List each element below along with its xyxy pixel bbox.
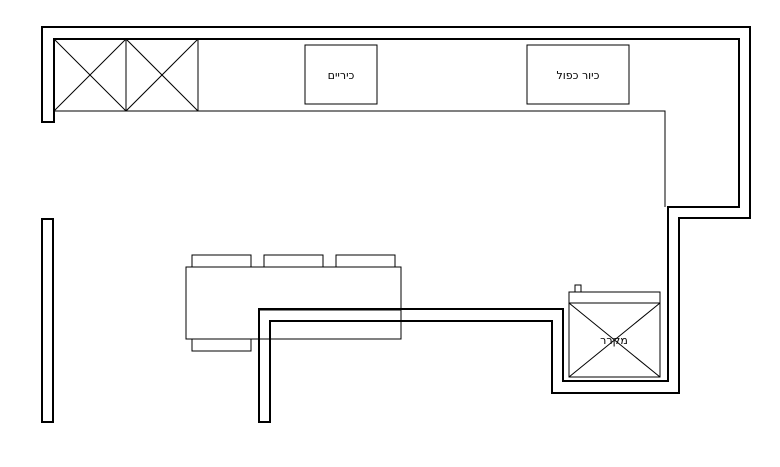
chair-top-1	[191, 254, 252, 268]
dining-table-group	[185, 254, 402, 352]
dining-table	[185, 266, 402, 340]
corner-cabinet-2	[125, 38, 199, 112]
double-sink-label: כיור כפול	[557, 69, 600, 82]
peninsula-wall	[258, 308, 668, 422]
cooktop-label: כיריים	[328, 69, 355, 82]
outer-wall	[41, 26, 751, 423]
cooktop: כיריים	[304, 44, 378, 105]
counter-outline	[54, 110, 666, 207]
corner-cabinet-1	[53, 38, 127, 112]
chair-top-2	[263, 254, 324, 268]
fridge: מקרר	[568, 284, 661, 378]
double-sink: כיור כפול	[526, 44, 630, 105]
chair-top-3	[335, 254, 396, 268]
fridge-label: מקרר	[600, 334, 628, 347]
left-wall	[41, 218, 54, 423]
chair-bottom-1	[191, 338, 252, 352]
